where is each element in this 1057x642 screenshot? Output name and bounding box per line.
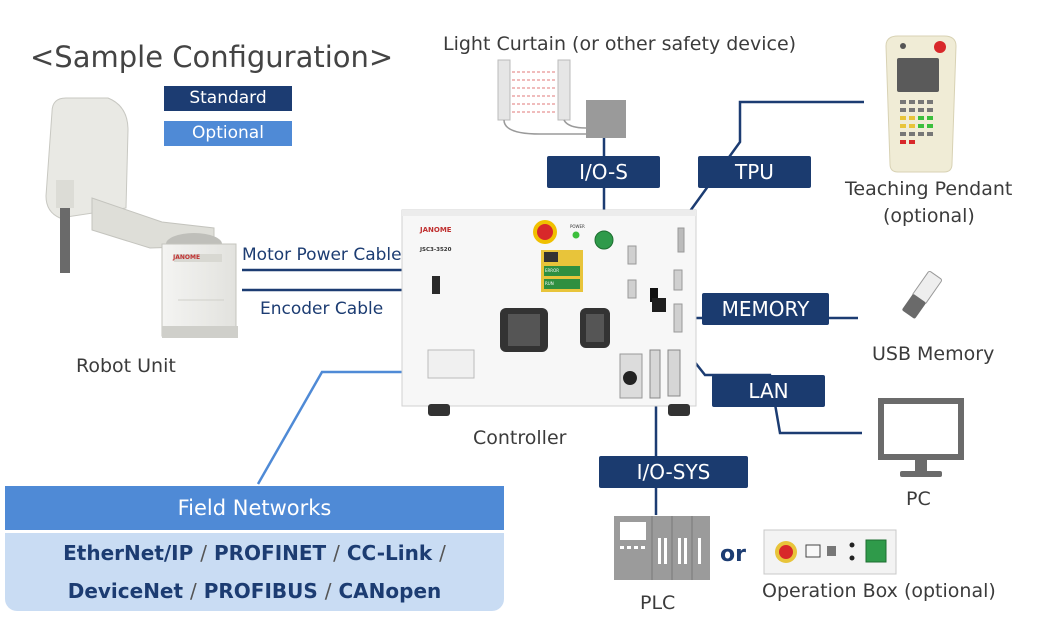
operation-box-label: Operation Box (optional) [762, 580, 996, 602]
field-networks-row-1: EtherNet/IP / PROFINET / CC-Link / [5, 541, 504, 565]
tpu-tag: TPU [698, 156, 811, 188]
plc-icon [614, 516, 710, 580]
network-separator: / [439, 541, 446, 565]
pc-label: PC [906, 488, 931, 510]
network-devicenet: DeviceNet [67, 579, 184, 603]
encoder-cable-label: Encoder Cable [260, 299, 384, 319]
controller-icon [401, 209, 697, 416]
light-curtain-icon [497, 59, 626, 138]
network-canopen: CANopen [338, 579, 442, 603]
light-curtain-label: Light Curtain (or other safety device) [443, 33, 797, 55]
network-profinet: PROFINET [213, 541, 327, 565]
memory-tag: MEMORY [702, 293, 829, 325]
controller-run-label: RUN [545, 281, 554, 286]
field-networks-box: EtherNet/IP / PROFINET / CC-Link / Devic… [5, 533, 504, 611]
network-profibus: PROFIBUS [203, 579, 318, 603]
usb-memory-label: USB Memory [872, 343, 995, 365]
or-label: or [720, 542, 746, 567]
network-ethernet-ip: EtherNet/IP [63, 541, 194, 565]
io-s-tag: I/O-S [547, 156, 660, 188]
teaching-pendant-icon [885, 35, 957, 173]
robot-brand: JANOME [172, 254, 200, 261]
controller-error-label: ERROR [545, 268, 559, 273]
network-cc-link: CC-Link [346, 541, 433, 565]
legend-standard: Standard [164, 86, 292, 111]
robot-arm-icon [45, 97, 238, 338]
robot-unit-label: Robot Unit [76, 355, 176, 377]
controller-power-label: POWER [570, 224, 585, 229]
pc-monitor-icon [878, 398, 964, 477]
network-separator: / [324, 579, 332, 603]
operation-box-icon [763, 529, 897, 575]
network-separator: / [333, 541, 340, 565]
plc-label: PLC [640, 592, 676, 614]
field-networks-heading: Field Networks [5, 486, 504, 530]
legend-optional: Optional [164, 121, 292, 146]
controller-model: JSC3-3520 [419, 247, 452, 253]
field-networks-row-2: DeviceNet / PROFIBUS / CANopen [5, 579, 504, 603]
io-sys-tag: I/O-SYS [599, 456, 748, 488]
network-separator: / [190, 579, 197, 603]
motor-power-cable-label: Motor Power Cable [242, 245, 402, 265]
controller-brand: JANOME [419, 226, 452, 234]
page-title: <Sample Configuration> [30, 40, 394, 74]
lan-tag: LAN [712, 375, 825, 407]
network-separator: / [200, 541, 207, 565]
controller-label: Controller [473, 427, 567, 449]
usb-memory-icon [902, 270, 942, 319]
teaching-pendant-label: Teaching Pendant [845, 178, 1013, 200]
teaching-pendant-optional: (optional) [883, 205, 975, 227]
